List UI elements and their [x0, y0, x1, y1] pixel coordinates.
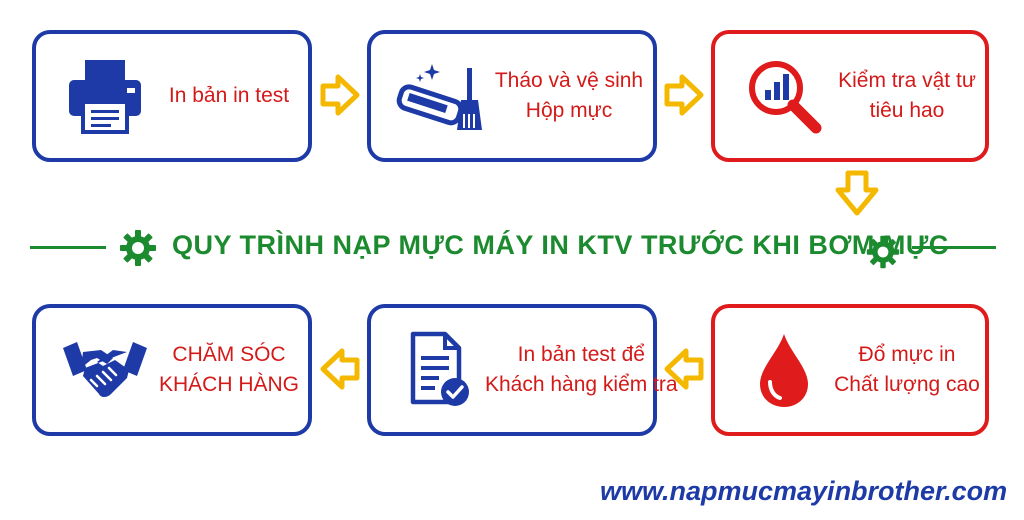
step-inspect-supplies: Kiểm tra vật tư tiêu hao	[711, 30, 989, 162]
step-label-line: Hộp mực	[525, 99, 613, 122]
step-label: CHĂM SÓC KHÁCH HÀNG	[150, 340, 308, 400]
divider-right	[912, 246, 996, 249]
ink-drop-icon	[739, 330, 829, 410]
divider-left	[30, 246, 106, 249]
step-label: Tháo và vệ sinh Hộp mực	[485, 66, 653, 126]
arrow-down-icon	[834, 170, 880, 221]
gear-icon	[865, 234, 901, 275]
step-label: Đổ mực in Chất lượng cao	[829, 340, 985, 400]
step-label: In bản in test	[150, 81, 308, 111]
step-label-line: KHÁCH HÀNG	[158, 373, 300, 396]
page-title: QUY TRÌNH NẠP MỰC MÁY IN KTV TRƯỚC KHI B…	[172, 230, 949, 260]
step-refill-ink: Đổ mực in Chất lượng cao	[711, 304, 989, 436]
document-check-icon	[395, 330, 485, 410]
arrow-right-icon	[320, 74, 360, 121]
step-label-line: Kiểm tra vật tư	[838, 69, 976, 92]
step-label-line: In bản in test	[168, 84, 290, 107]
step-print-test: In bản in test	[32, 30, 312, 162]
gear-icon	[118, 228, 158, 273]
step-customer-test-print: In bản test để Khách hàng kiểm tra	[367, 304, 678, 436]
printer-icon	[60, 56, 150, 136]
step-clean-cartridge: Tháo và vệ sinh Hộp mực	[367, 30, 657, 162]
step-label: Kiểm tra vật tư tiêu hao	[829, 66, 985, 126]
step-label-line: Đổ mực in	[858, 343, 956, 366]
magnifier-chart-icon	[739, 56, 829, 136]
arrow-left-icon	[664, 348, 704, 395]
step-label-line: Chất lượng cao	[834, 373, 980, 396]
title-banner: QUY TRÌNH NẠP MỰC MÁY IN KTV TRƯỚC KHI B…	[0, 222, 1024, 272]
step-label: In bản test để Khách hàng kiểm tra	[485, 340, 678, 400]
handshake-icon	[60, 330, 150, 410]
arrow-right-icon	[664, 74, 704, 121]
step-label-line: Khách hàng kiểm tra	[485, 373, 678, 396]
step-label-line: Tháo và vệ sinh	[494, 69, 644, 92]
website-url[interactable]: www.napmucmayinbrother.com	[600, 476, 1008, 506]
step-customer-care: CHĂM SÓC KHÁCH HÀNG	[32, 304, 312, 436]
cartridge-cleaning-icon	[395, 56, 485, 136]
step-label-line: CHĂM SÓC	[172, 343, 286, 366]
step-label-line: tiêu hao	[869, 99, 945, 122]
step-label-line: In bản test để	[517, 343, 645, 366]
arrow-left-icon	[320, 348, 360, 395]
